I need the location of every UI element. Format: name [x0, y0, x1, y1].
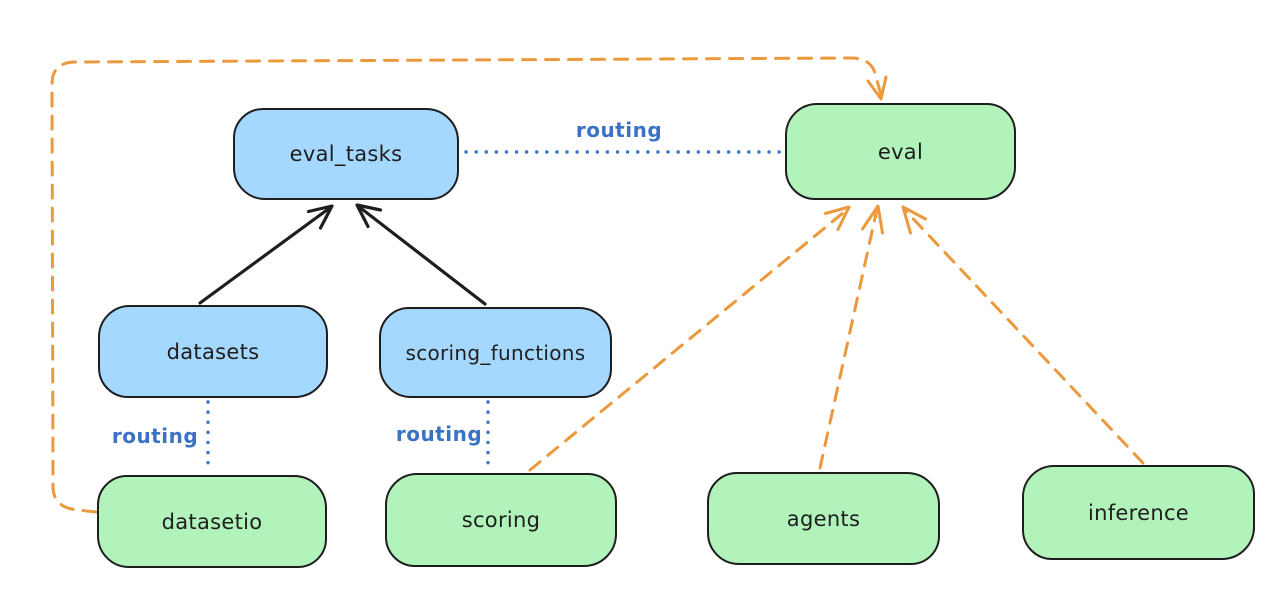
node-scoring: scoring	[385, 473, 617, 567]
node-datasets: datasets	[98, 305, 328, 398]
edge-label-routing-eval-tasks-eval: routing	[575, 118, 663, 142]
edge-agents-to-eval	[818, 204, 884, 470]
node-label: inference	[1087, 500, 1190, 525]
arrowhead-datasetio-to-eval	[866, 75, 888, 101]
node-datasetio: datasetio	[97, 475, 327, 568]
arrowhead-scoring-to-eval	[824, 205, 851, 231]
node-eval: eval	[785, 103, 1016, 200]
node-label: eval_tasks	[289, 142, 403, 166]
node-label: agents	[786, 506, 861, 531]
arrowhead-datasets-to-eval-tasks	[306, 204, 334, 230]
arrowhead-agents-to-eval	[861, 204, 884, 235]
node-agents: agents	[707, 472, 940, 565]
node-label: datasetio	[161, 509, 263, 534]
node-scoring-functions: scoring_functions	[379, 307, 612, 398]
node-label: eval	[877, 139, 924, 164]
edge-label-routing-datasets-datasetio: routing	[111, 424, 199, 448]
edge-datasetio-to-eval	[50, 56, 888, 514]
node-label: datasets	[166, 339, 260, 364]
node-eval-tasks: eval_tasks	[233, 108, 459, 200]
edge-inference-to-eval	[901, 205, 1145, 465]
arrowhead-scoring-functions-to-eval-tasks	[355, 203, 383, 229]
node-inference: inference	[1022, 465, 1255, 560]
edge-label-routing-scoring-functions-scoring: routing	[395, 422, 483, 446]
edge-datasets-to-eval-tasks	[198, 204, 334, 305]
edge-scoring-functions-to-eval-tasks	[355, 203, 487, 306]
arrowhead-inference-to-eval	[901, 205, 927, 235]
edge-scoring-to-eval	[528, 205, 851, 472]
node-label: scoring_functions	[405, 340, 586, 365]
node-label: scoring	[461, 508, 541, 532]
